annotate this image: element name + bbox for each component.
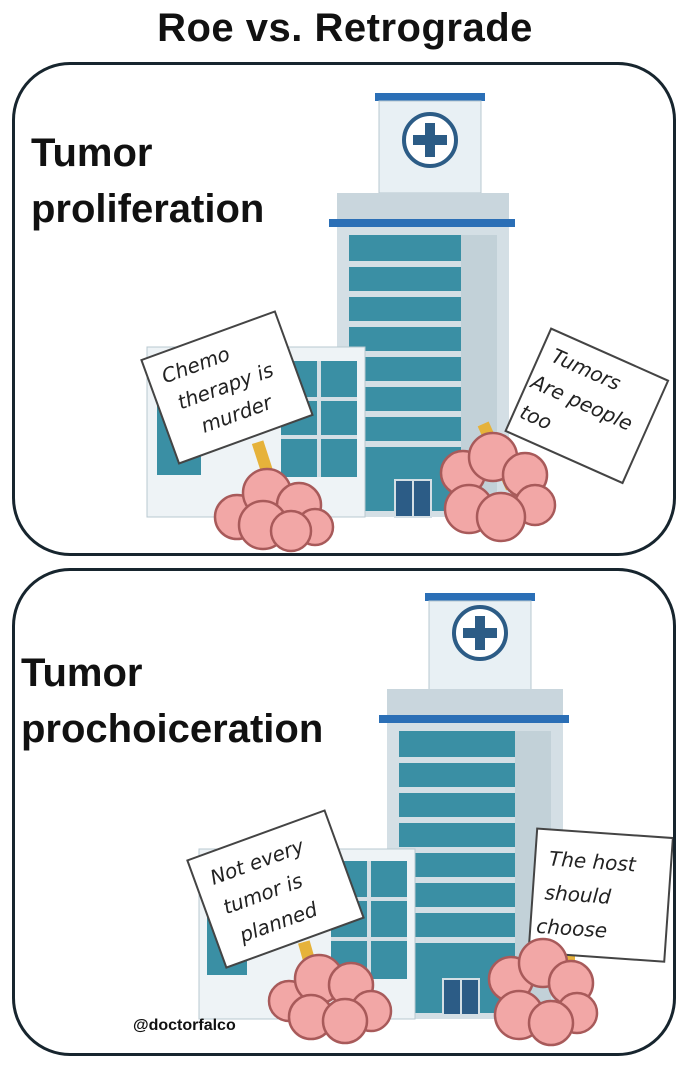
panel-2-heading-line-1: Tumor xyxy=(21,651,143,695)
hospital-scene-1: Chemo therapy is murder Tumors Are peopl… xyxy=(140,93,670,553)
tumor-blob-1-icon xyxy=(213,467,335,553)
panel-1-heading-line-2: proliferation xyxy=(31,187,265,231)
author-credit: @doctorfalco xyxy=(133,1017,236,1034)
tumor-blob-3-icon xyxy=(267,953,393,1045)
comic-title: Roe vs. Retrograde xyxy=(157,6,533,50)
tumor-blob-2-icon xyxy=(439,431,557,543)
panel-2-heading: Tumor prochoiceration xyxy=(21,645,323,757)
panel-1-heading: Tumor proliferation xyxy=(31,125,264,237)
panel-1-heading-line-1: Tumor xyxy=(31,131,153,175)
protest-sign-1: Chemo therapy is murder xyxy=(140,310,314,502)
protest-sign-2: Tumors Are people too xyxy=(477,327,670,491)
hospital-scene-2: Not every tumor is planned The host shou… xyxy=(186,593,673,1047)
sign-4-line-3: choose xyxy=(536,914,608,943)
sign-4-line-2: should xyxy=(544,880,612,909)
comic-panel-2: Not every tumor is planned The host shou… xyxy=(12,568,676,1056)
tumor-blob-4-icon xyxy=(487,937,599,1047)
panel-2-heading-line-2: prochoiceration xyxy=(21,707,324,751)
protest-sign-3: Not every tumor is planned xyxy=(186,809,365,1002)
comic-panel-1: Chemo therapy is murder Tumors Are peopl… xyxy=(12,62,676,556)
protest-sign-4: The host should choose xyxy=(527,827,673,991)
hospital-tower-icon xyxy=(425,593,535,694)
hospital-tower-icon xyxy=(375,93,485,194)
